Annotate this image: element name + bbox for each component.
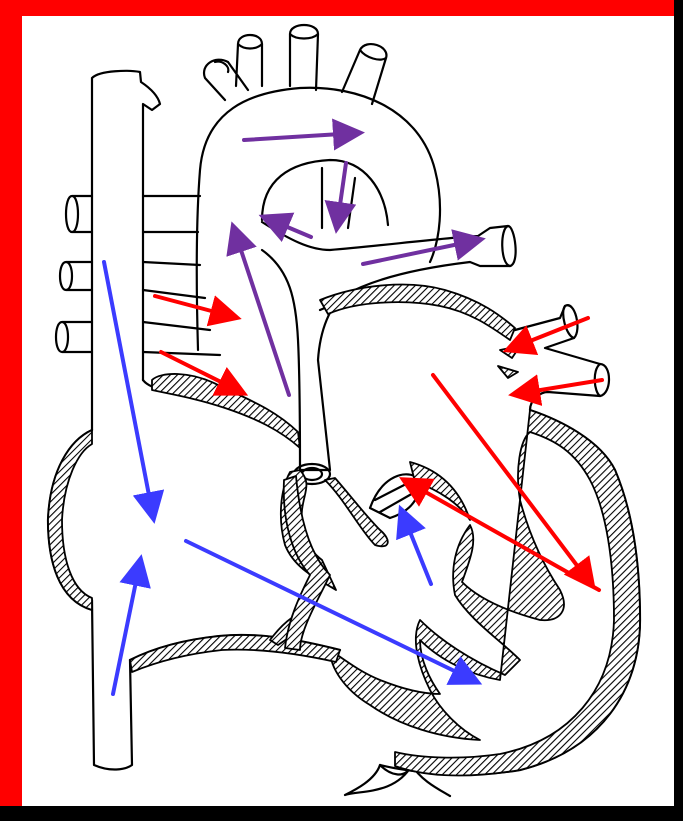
frame-edge-right — [674, 0, 683, 821]
heart-diagram — [22, 16, 674, 806]
pulmonary-artery-left-branch — [143, 196, 220, 355]
right-atrium-wall — [48, 430, 92, 610]
left-ventricle-wall — [330, 410, 640, 776]
arrow-purple-ascending — [234, 229, 289, 395]
left-atrium-wall — [320, 285, 515, 340]
frame-edge-bottom — [0, 806, 683, 821]
mitral-valve — [370, 474, 419, 518]
aortic-arch — [197, 88, 440, 350]
arrow-purple-arch — [244, 133, 357, 140]
left-atrium-spur — [498, 346, 520, 378]
arrow-red-lv-to-valve — [406, 481, 599, 590]
arrow-purple-ductus — [337, 163, 346, 226]
pulmonary-valve-ring — [502, 226, 510, 266]
arrow-red-pv-left-1 — [155, 296, 234, 317]
pulmonary-veins-left — [56, 196, 92, 352]
right-ventricle-floor — [130, 635, 340, 672]
arrow-blue-ivc-up — [113, 562, 140, 694]
diagram-canvas — [22, 16, 674, 806]
mixed-arrows — [234, 133, 478, 395]
arch-branches — [204, 25, 386, 104]
arrow-purple-to-lung — [363, 240, 478, 264]
arrow-blue-svc-down — [104, 262, 153, 516]
arrow-blue-rv-up — [402, 512, 431, 584]
